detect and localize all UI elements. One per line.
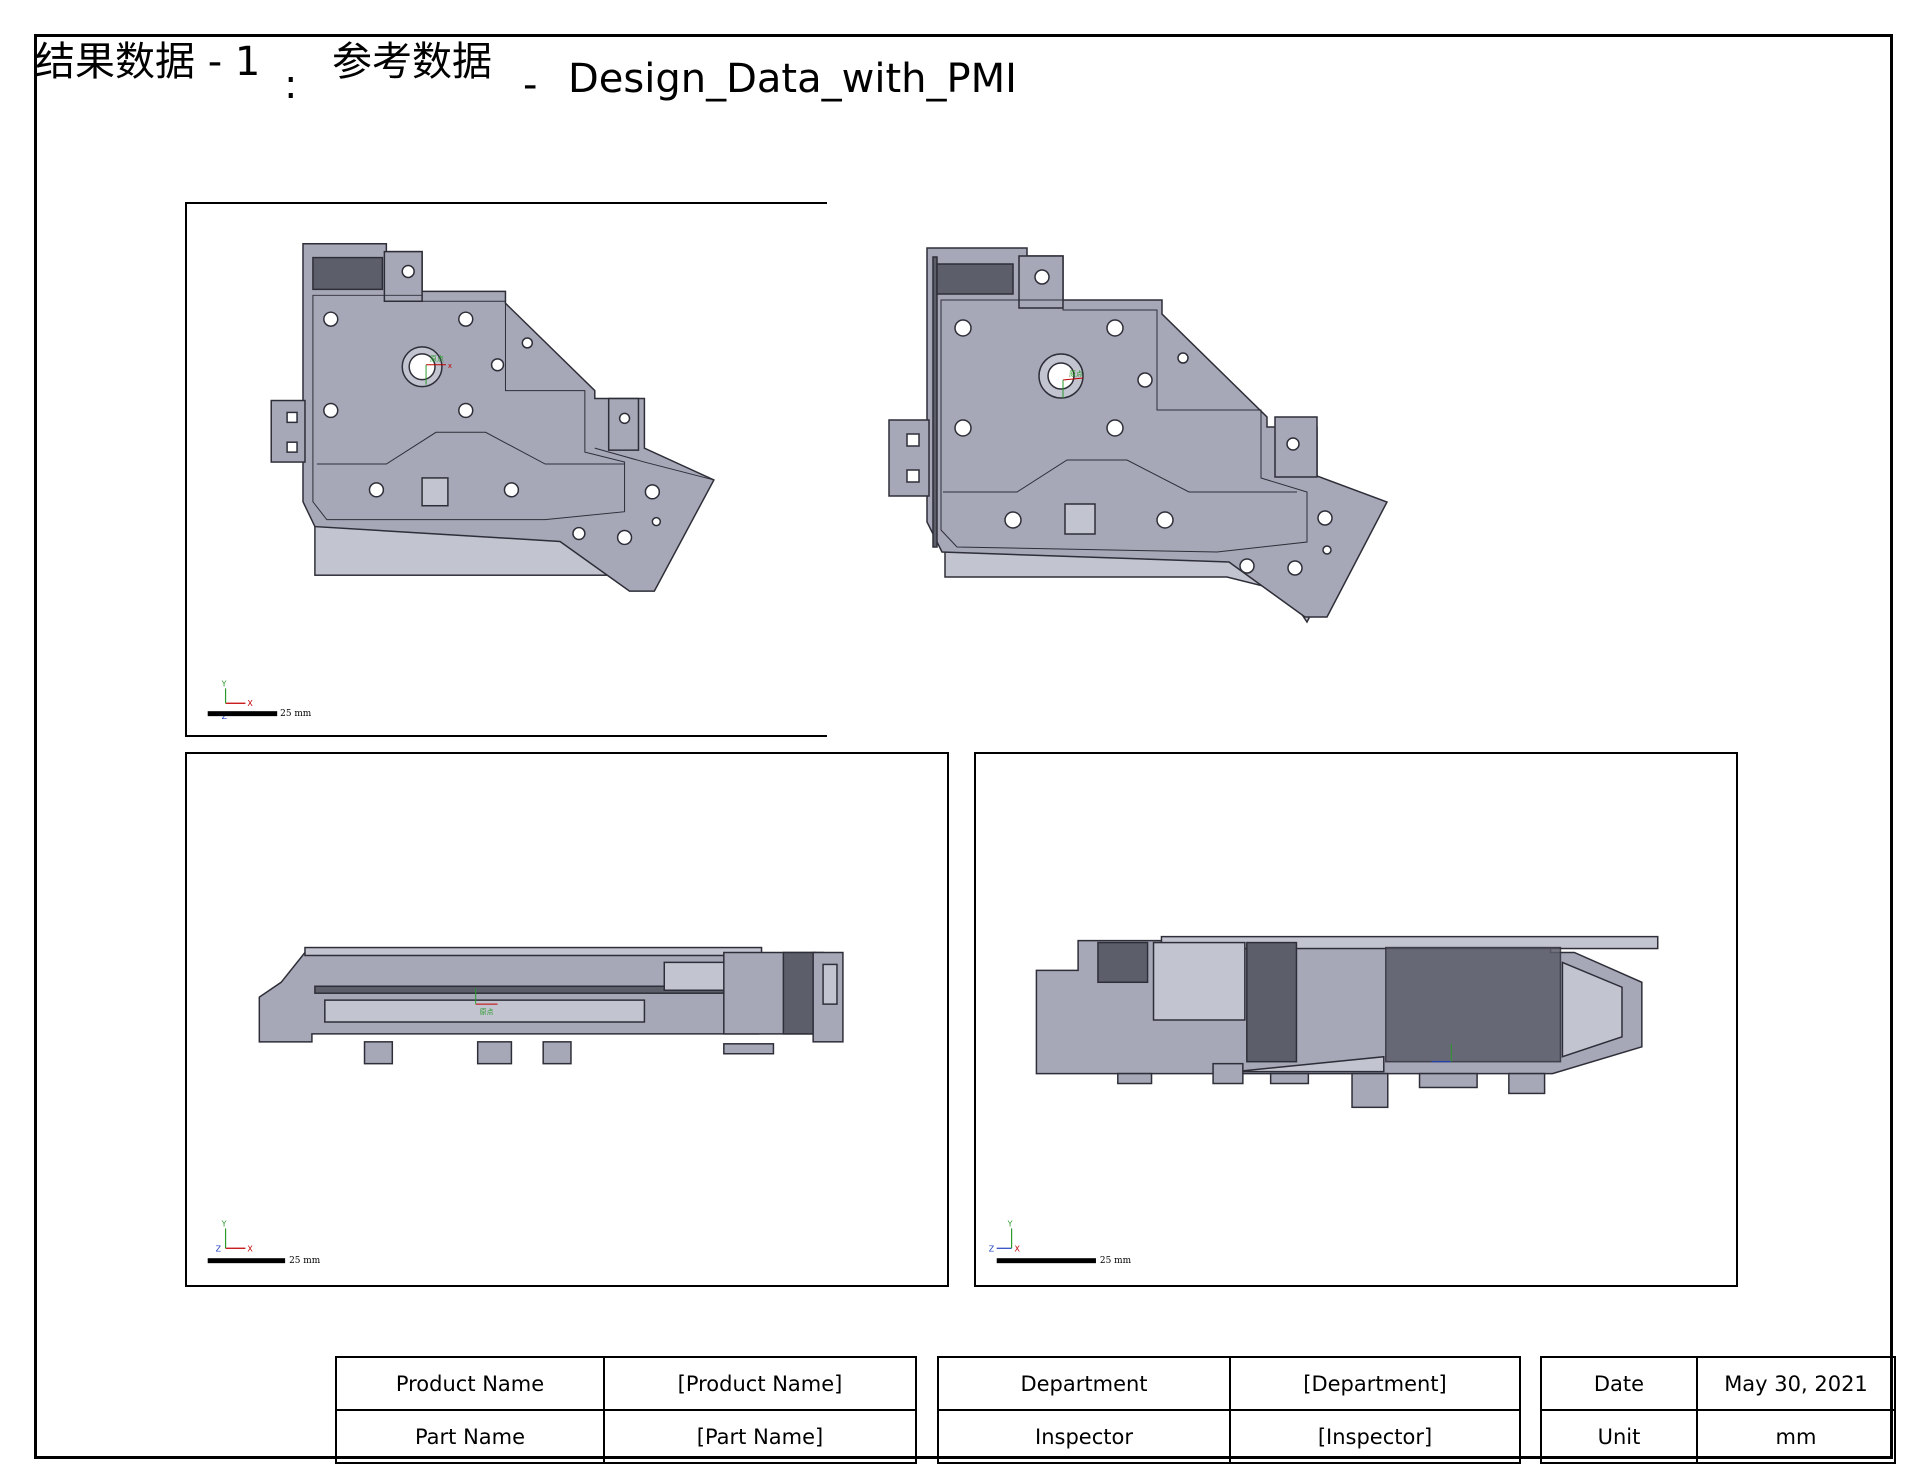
origin-label: 原点 bbox=[1069, 370, 1083, 378]
scale-label: 25 mm bbox=[1100, 1256, 1132, 1266]
scale-bar-top: 25 mm bbox=[207, 709, 312, 719]
scale-label: 25 mm bbox=[289, 1256, 321, 1266]
axis-triad-side: Z Y X bbox=[989, 1219, 1021, 1253]
axis-h-label: X bbox=[247, 699, 253, 708]
axis-triad-top: X Y Z bbox=[221, 679, 254, 721]
unit-value[interactable]: mm bbox=[1696, 1409, 1896, 1464]
axis-h-label: X bbox=[247, 1244, 253, 1253]
inspector-value[interactable]: [Inspector] bbox=[1229, 1409, 1521, 1464]
drawing-sheet: 结果数据 - 1 : 参考数据 - Design_Data_with_PMI bbox=[34, 34, 1896, 1464]
title-block-date: Date May 30, 2021 Unit mm bbox=[1540, 1356, 1896, 1464]
title-colon: : bbox=[284, 62, 298, 108]
view-top[interactable]: x 原点 X Y Z 25 mm bbox=[185, 202, 949, 737]
axis-normal-label: Z bbox=[216, 1244, 222, 1253]
part-right-tab bbox=[607, 397, 640, 451]
view-side[interactable]: Z Y X 25 mm bbox=[974, 752, 1738, 1287]
origin-marker-front: 原点 bbox=[475, 988, 498, 1016]
result-data-label: 结果数据 - 1 bbox=[35, 39, 261, 85]
part-drawing-side: Z Y X 25 mm bbox=[989, 935, 1659, 1266]
view-front[interactable]: 原点 X Y Z 25 mm bbox=[185, 752, 949, 1287]
scale-bar-side: 25 mm bbox=[996, 1256, 1132, 1266]
origin-marker-top: x 原点 bbox=[425, 355, 452, 385]
origin-marker-side bbox=[1431, 1043, 1452, 1063]
part-name-value[interactable]: [Part Name] bbox=[603, 1409, 917, 1464]
origin-label: 原点 bbox=[430, 355, 444, 363]
axis-v-label: Y bbox=[221, 1219, 227, 1228]
part-dark-recess bbox=[312, 256, 384, 291]
scale-bar-front: 25 mm bbox=[207, 1256, 321, 1266]
part-left-tab bbox=[888, 419, 930, 497]
axis-triad-front: X Y Z bbox=[216, 1219, 254, 1253]
part-dark-recess bbox=[936, 263, 1014, 295]
department-value[interactable]: [Department] bbox=[1229, 1356, 1521, 1411]
origin-marker-iso: 原点 bbox=[1062, 370, 1084, 398]
product-name-label: Product Name bbox=[335, 1356, 605, 1411]
axis-v-label: Y bbox=[1007, 1219, 1013, 1228]
scale-label: 25 mm bbox=[280, 709, 312, 719]
part-drawing-front: 原点 X Y Z 25 mm bbox=[207, 946, 844, 1266]
date-value[interactable]: May 30, 2021 bbox=[1696, 1356, 1896, 1411]
origin-label: 原点 bbox=[480, 1008, 494, 1016]
product-name-value[interactable]: [Product Name] bbox=[603, 1356, 917, 1411]
title-dash: - bbox=[523, 62, 538, 108]
department-label: Department bbox=[937, 1356, 1231, 1411]
part-drawing-top: x 原点 X Y Z 25 mm bbox=[207, 242, 715, 721]
part-top-tab bbox=[383, 250, 423, 303]
date-label: Date bbox=[1540, 1356, 1698, 1411]
part-name-label: Part Name bbox=[335, 1409, 605, 1464]
part-drawing-isometric: 原点 bbox=[888, 247, 1389, 624]
reference-data-label: 参考数据 bbox=[332, 39, 492, 85]
unit-label: Unit bbox=[1540, 1409, 1698, 1464]
design-data-name: Design_Data_with_PMI bbox=[568, 56, 1017, 102]
inspector-label: Inspector bbox=[937, 1409, 1231, 1464]
view-isometric[interactable]: 原点 bbox=[827, 202, 1727, 747]
axis-h-label: Z bbox=[989, 1244, 995, 1253]
title-block-department: Department [Department] Inspector [Inspe… bbox=[937, 1356, 1521, 1464]
axis-normal-label: X bbox=[1015, 1244, 1021, 1253]
title-block-product: Product Name [Product Name] Part Name [P… bbox=[335, 1356, 917, 1464]
axis-normal-label: Z bbox=[222, 712, 228, 721]
svg-text:x: x bbox=[448, 362, 452, 370]
axis-v-label: Y bbox=[221, 679, 227, 688]
